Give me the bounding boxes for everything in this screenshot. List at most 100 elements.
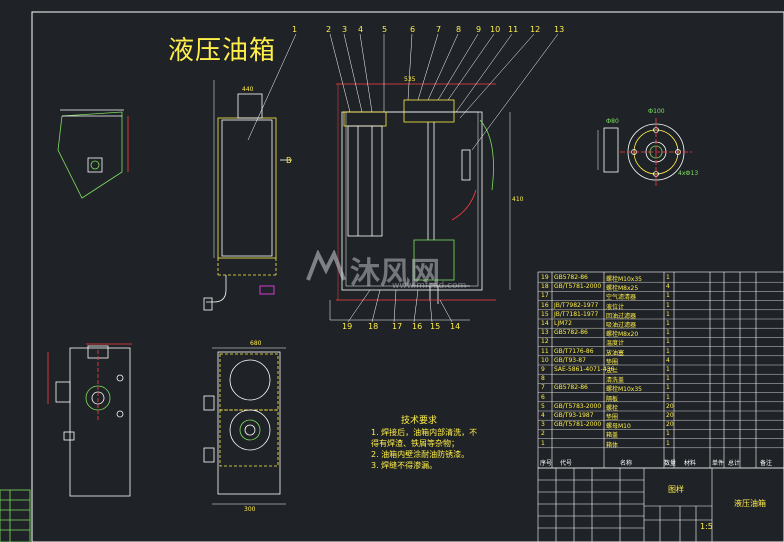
bom-cell-name: 垫圈 bbox=[606, 358, 619, 366]
tech-requirement-item: 2. 油箱内壁涂耐油防锈漆。 bbox=[371, 450, 470, 459]
callout-number: 10 bbox=[490, 25, 501, 34]
callout-number: 16 bbox=[412, 322, 423, 331]
bom-cell-code: LJM72 bbox=[554, 320, 572, 327]
callout-number: 7 bbox=[436, 25, 442, 34]
bom-header-cell: 材料 bbox=[684, 460, 697, 467]
bom-cell-no: 19 bbox=[541, 274, 549, 281]
bom-cell-no: 8 bbox=[541, 375, 545, 383]
bom-cell-no: 10 bbox=[541, 356, 549, 364]
bom-cell-name: 螺栓M8x25 bbox=[606, 285, 639, 293]
bom-cell-code: SAE-5861-4071-436 bbox=[554, 366, 615, 373]
bom-cell-no: 13 bbox=[541, 329, 549, 337]
callout-number: 18 bbox=[368, 322, 379, 331]
bom-header-cell: 名称 bbox=[620, 460, 633, 467]
callout-leaders bbox=[247, 33, 559, 323]
bom-cell-name: 吸油过滤器 bbox=[606, 322, 637, 329]
bom-header-cell: 总计 bbox=[728, 460, 741, 467]
bom-cell-name: 螺栓M8x20 bbox=[606, 331, 639, 339]
callout-number: 4 bbox=[358, 25, 364, 34]
bom-cell-name: 法兰 bbox=[606, 368, 619, 375]
bom-cell-name: 回油过滤器 bbox=[606, 312, 637, 320]
view-lower-left bbox=[47, 343, 132, 497]
bom-cell-name: 隔板 bbox=[606, 395, 619, 403]
bom-cell-no: 16 bbox=[541, 301, 549, 309]
callout-number: 14 bbox=[450, 322, 461, 331]
view-bracket bbox=[57, 109, 129, 199]
bom-cell-name: 清洗盖 bbox=[606, 377, 625, 385]
bom-cell-code: GB/T93-1987 bbox=[554, 412, 594, 419]
bom-cell-no: 14 bbox=[541, 320, 549, 327]
bom-cell-no: 1 bbox=[541, 439, 545, 447]
bom-cell-qty: 1 bbox=[666, 430, 670, 438]
bom-cell-no: 11 bbox=[541, 347, 549, 355]
view-plan bbox=[203, 347, 286, 505]
watermark-url: www.mfcad.com bbox=[392, 281, 467, 291]
dim-label: Ф100 bbox=[648, 108, 665, 115]
bom-cell-qty: 20 bbox=[666, 421, 674, 429]
bom-cell-name: 螺栓 bbox=[606, 404, 619, 412]
dim-label: 300 bbox=[244, 506, 256, 513]
bom-cell-qty: 1 bbox=[666, 393, 670, 401]
bom-cell-qty: 4 bbox=[666, 283, 670, 291]
bom-cell-no: 4 bbox=[541, 412, 545, 419]
bom-cell-qty: 1 bbox=[666, 310, 670, 318]
left-margin-table bbox=[0, 489, 31, 542]
bom-cell-qty: 1 bbox=[666, 320, 670, 327]
bom-cell-qty: 1 bbox=[666, 301, 670, 309]
dim-label: 535 bbox=[404, 76, 416, 83]
bom-cell-name: 垫圈 bbox=[606, 414, 619, 421]
bom-cell-qty: 1 bbox=[666, 274, 670, 281]
bom-cell-code: GB/T5781-2000 bbox=[554, 283, 602, 291]
dim-label: Ф80 bbox=[606, 118, 619, 125]
view-flange bbox=[597, 118, 692, 186]
bom-cell-name: 空气滤清器 bbox=[606, 294, 637, 302]
callout-number: 19 bbox=[342, 322, 353, 331]
title-block-scale: 1:5 bbox=[700, 522, 713, 531]
bom-cell-qty: 1 bbox=[666, 347, 670, 355]
callout-number: 3 bbox=[342, 25, 348, 34]
callout-number: 6 bbox=[410, 25, 416, 34]
bom-cell-code: GB/T93-87 bbox=[554, 356, 586, 364]
bom-table bbox=[537, 271, 784, 469]
bom-cell-name: 螺母M10 bbox=[606, 423, 631, 431]
bom-cell-name: 箱体 bbox=[606, 441, 619, 449]
bom-cell-no: 5 bbox=[541, 402, 545, 410]
bom-cell-no: 12 bbox=[541, 338, 549, 346]
bom-cell-name: 箱盖 bbox=[606, 432, 619, 440]
callout-number: 12 bbox=[530, 25, 541, 34]
tech-requirements: 技术要求 1. 焊接后，油箱内部清洗，不得有焊渣、铁屑等杂物； 2. 油箱内壁涂… bbox=[371, 416, 481, 471]
title-block-name: 液压油箱 bbox=[734, 499, 766, 508]
tech-requirement-item: 3. 焊缝不得渗漏。 bbox=[371, 461, 438, 470]
dim-label: 410 bbox=[512, 196, 524, 203]
callout-number: 2 bbox=[326, 25, 332, 34]
callout-number: 9 bbox=[476, 25, 482, 34]
dim-label: 680 bbox=[250, 340, 262, 347]
callout-number: 8 bbox=[456, 25, 462, 34]
callout-number: 17 bbox=[392, 322, 403, 331]
bom-row-lines bbox=[538, 282, 784, 448]
drawing-border bbox=[31, 11, 784, 542]
bom-cell-name: 液位计 bbox=[606, 303, 625, 311]
view-front-left bbox=[203, 80, 292, 311]
bom-cell-code: GB/T7176-86 bbox=[554, 347, 594, 355]
bom-cell-no: 3 bbox=[541, 421, 545, 429]
bom-cell-qty: 1 bbox=[666, 329, 670, 337]
watermark-logo-icon bbox=[306, 250, 346, 281]
bom-cell-name: 螺栓M10x35 bbox=[606, 386, 642, 394]
dim-label: 4xФ13 bbox=[678, 170, 699, 177]
view-section-main bbox=[329, 83, 511, 321]
title-block-org: 图样 bbox=[668, 485, 684, 494]
callout-number: 15 bbox=[430, 322, 441, 331]
bom-cell-qty: 1 bbox=[666, 384, 670, 392]
bom-cell-code: GB/T5783-2000 bbox=[554, 402, 602, 410]
bom-cell-no: 2 bbox=[541, 430, 545, 438]
bom-cell-qty: 1 bbox=[666, 439, 670, 447]
bom-cell-no: 9 bbox=[541, 366, 545, 373]
bom-header-cell: 序号 bbox=[540, 460, 553, 467]
tech-requirements-heading: 技术要求 bbox=[401, 416, 438, 426]
bom-cell-name: 螺栓M10x35 bbox=[606, 276, 642, 283]
bom-cell-qty: 1 bbox=[666, 366, 670, 373]
bom-cell-no: 18 bbox=[541, 283, 549, 291]
callout-number: 13 bbox=[554, 25, 565, 34]
